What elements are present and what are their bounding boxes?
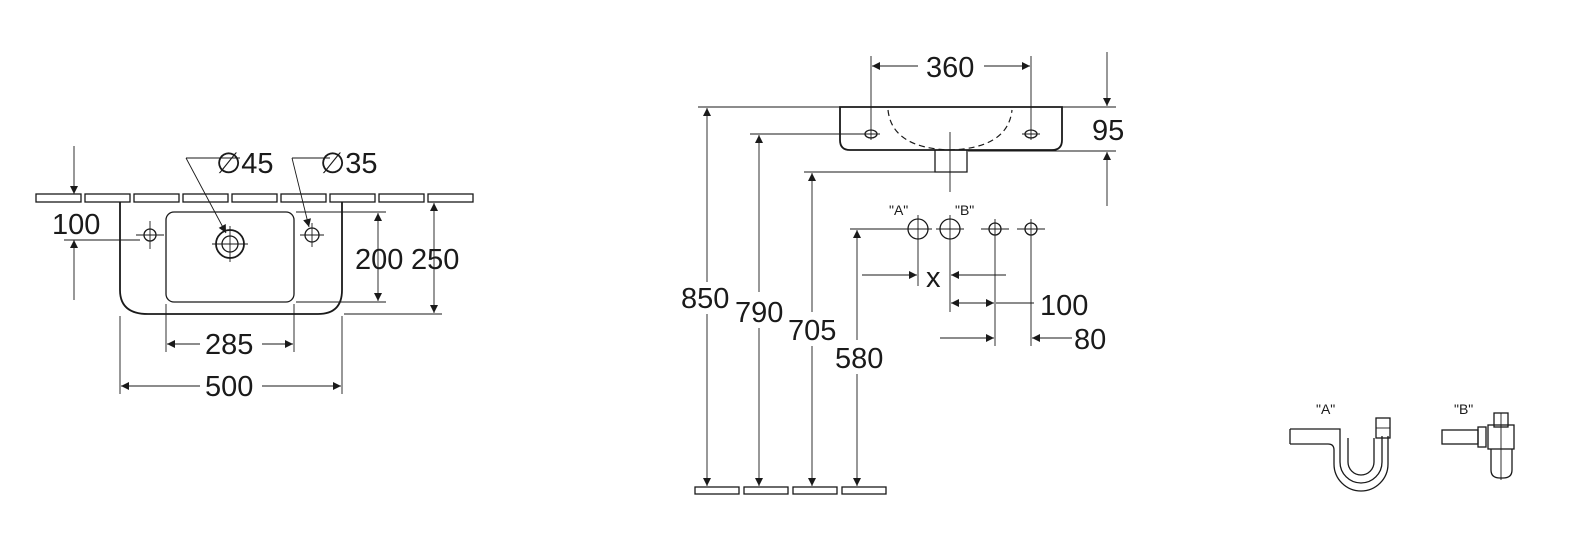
waste-outlet	[934, 150, 968, 173]
trap-a-label: "A"	[1316, 401, 1335, 417]
drain-outlet-height-dimension: 705	[787, 173, 839, 486]
overall-width-label: 500	[205, 371, 253, 403]
basin-elevation	[839, 106, 1063, 151]
bowl-width-dimension: 285	[165, 304, 295, 361]
spacing-b-dimension: 80	[940, 324, 1106, 356]
spacing-b-label: 80	[1074, 324, 1106, 356]
overall-width-dimension: 500	[119, 316, 343, 403]
overall-depth-label: 250	[411, 244, 459, 276]
left-centre-mark	[136, 221, 164, 249]
bowl-depth-dimension: 200	[296, 211, 403, 303]
connection-height-dimension: 580	[834, 230, 886, 486]
connection-a-label: "A"	[889, 202, 908, 218]
drain-outlet-height-label: 705	[788, 315, 836, 347]
trap-b-label: "B"	[1454, 401, 1473, 417]
bowl-depth-label: 200	[355, 244, 403, 276]
spacing-a-label: 100	[1040, 290, 1088, 322]
drain-leader-diag	[185, 157, 227, 234]
fixing-distance-dimension: 360	[870, 52, 1032, 140]
tap-hole-diameter-label: ∅35	[320, 148, 378, 180]
tap-offset-dimension: 100	[52, 146, 140, 300]
bowl-outline	[165, 211, 295, 303]
fixing-distance-label: 360	[926, 52, 974, 84]
connection-height-label: 580	[835, 343, 883, 375]
plan-view: ∅45 ∅35 100 200 250	[35, 146, 474, 403]
tap-hole-leader-diag	[291, 157, 311, 228]
connection-b-label: "B"	[955, 202, 974, 218]
elevation-view: 360 95 850 790	[680, 52, 1124, 495]
trap-b-icon	[1441, 412, 1515, 480]
floor-strip	[694, 486, 887, 495]
offset-x-label: x	[926, 262, 941, 294]
offset-x-dimension: x	[862, 262, 1006, 294]
drain-icon	[212, 226, 248, 262]
fixing-height-label: 790	[735, 297, 783, 329]
tap-offset-label: 100	[52, 209, 100, 241]
supply-right-icon	[1017, 219, 1045, 346]
basin-height-dimension: 95	[968, 52, 1124, 206]
spacing-a-dimension: 100	[951, 290, 1088, 322]
trap-details: "A" "B"	[1289, 401, 1515, 492]
basin-outline	[119, 202, 343, 315]
overall-depth-dimension: 250	[344, 203, 459, 315]
basin-height-label: 95	[1092, 115, 1124, 147]
connection-a-icon	[904, 215, 932, 286]
connection-b-icon	[936, 215, 964, 312]
trap-a-icon	[1289, 417, 1391, 492]
supply-left-icon	[981, 219, 1009, 346]
rim-height-dimension: 850	[680, 108, 732, 486]
tap-hole-icon	[300, 223, 324, 247]
bowl-width-label: 285	[205, 329, 253, 361]
fixing-height-dimension: 790	[734, 135, 786, 486]
wall-strip	[35, 193, 474, 203]
rim-height-label: 850	[681, 283, 729, 315]
drain-diameter-label: ∅45	[216, 148, 274, 180]
